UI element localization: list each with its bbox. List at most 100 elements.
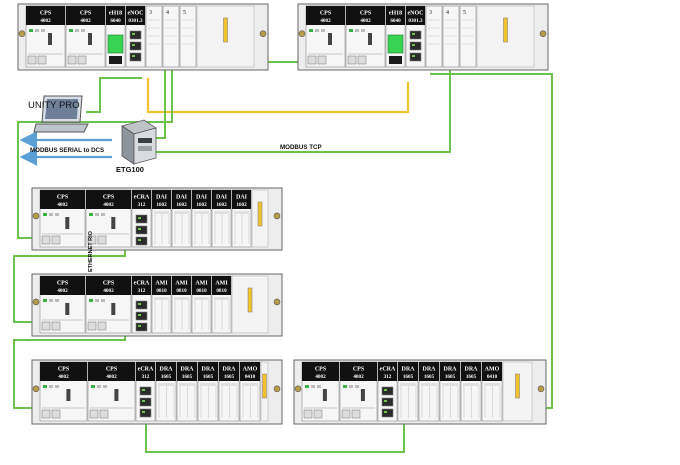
module-body (179, 5, 197, 68)
green-link-modbus-tcp (150, 62, 451, 153)
module-ref-label: 1605 (403, 374, 414, 380)
status-led (103, 385, 107, 388)
module-type-label: CPS (103, 281, 115, 287)
power-switch (114, 389, 119, 401)
terminal-block (51, 235, 61, 245)
module-type-label: AMO (243, 367, 258, 373)
power-switch (88, 33, 92, 45)
module-ref-label: 1605 (203, 374, 214, 380)
module-header (66, 6, 105, 25)
status-led (343, 385, 347, 388)
rack-screw (298, 30, 306, 38)
module-header (177, 362, 197, 381)
module-ref-label: 312 (138, 202, 146, 208)
power-switch (111, 303, 116, 315)
status-led (315, 29, 319, 32)
module-header (306, 6, 345, 25)
module-type-label: CPS (360, 11, 372, 17)
module-body (145, 5, 163, 68)
module-header (406, 6, 425, 25)
module-ref-label: 1605 (224, 374, 235, 380)
module-ref-label: 1602 (176, 202, 187, 208)
terminal-block (357, 55, 367, 65)
module-ref-label: 4002 (58, 374, 69, 380)
module-type-label: eH18 (109, 11, 122, 17)
module-header (172, 276, 191, 295)
module-ref-label: 1602 (216, 202, 227, 208)
ethernet-port (409, 52, 422, 62)
module-type-label: DAI (176, 195, 188, 201)
module-header (302, 362, 339, 381)
module-ref-label: 1602 (196, 202, 207, 208)
module-type-label: CPS (57, 281, 69, 287)
module-header (136, 362, 155, 381)
led-strip (400, 383, 416, 386)
module-header (212, 276, 231, 295)
power-switch (66, 389, 71, 401)
bus-connector (257, 201, 263, 227)
led-strip (214, 297, 229, 300)
power-switch (360, 389, 365, 401)
ethernet-port (135, 311, 148, 321)
led-strip (484, 383, 500, 386)
status-led (355, 385, 359, 388)
module-header (156, 362, 176, 381)
module-type-label: AMO (485, 367, 500, 373)
status-led (55, 385, 59, 388)
green-link-laptop (86, 77, 142, 113)
terminal-block (347, 55, 357, 65)
module-ref-label: 4002 (103, 288, 114, 294)
power-switch (111, 217, 116, 229)
port-led (384, 400, 387, 402)
port-led (138, 303, 141, 305)
port-led (412, 55, 415, 57)
module-header (132, 190, 151, 209)
module-ref-label: 4002 (57, 202, 68, 208)
led-strip (234, 211, 249, 214)
status-led (355, 29, 359, 32)
module-ref-label: 6040 (390, 18, 401, 24)
led-strip (154, 297, 169, 300)
status-led (49, 299, 53, 302)
green-link-cpu-b-right-trunk (410, 73, 553, 409)
status-led (41, 29, 45, 32)
module-header (378, 362, 397, 381)
terminal-block (87, 321, 97, 331)
status-led (89, 213, 93, 216)
terminal-block (303, 409, 313, 419)
status-led (55, 299, 59, 302)
rack-screw (539, 30, 547, 38)
rack-screw (32, 385, 40, 393)
module-header (192, 276, 211, 295)
module-type-label: CPS (320, 11, 332, 17)
terminal-block (67, 55, 77, 65)
status-led (101, 299, 105, 302)
status-led (97, 385, 101, 388)
rack-screw (32, 298, 40, 306)
module-type-label: DAI (216, 195, 228, 201)
module-body (459, 5, 477, 68)
module-ref-label: 0810 (156, 288, 167, 294)
module-type-label: CPS (315, 367, 327, 373)
module-type-label: DRA (181, 367, 195, 373)
module-type-label: DAI (196, 195, 208, 201)
rack: CPS4002CPS4002eCRA312AMI0810AMI0810AMI08… (31, 273, 283, 337)
module-ref-label: 4002 (40, 18, 51, 24)
led-strip (421, 383, 437, 386)
module-ref-label: 4002 (57, 288, 68, 294)
module-header (232, 190, 251, 209)
